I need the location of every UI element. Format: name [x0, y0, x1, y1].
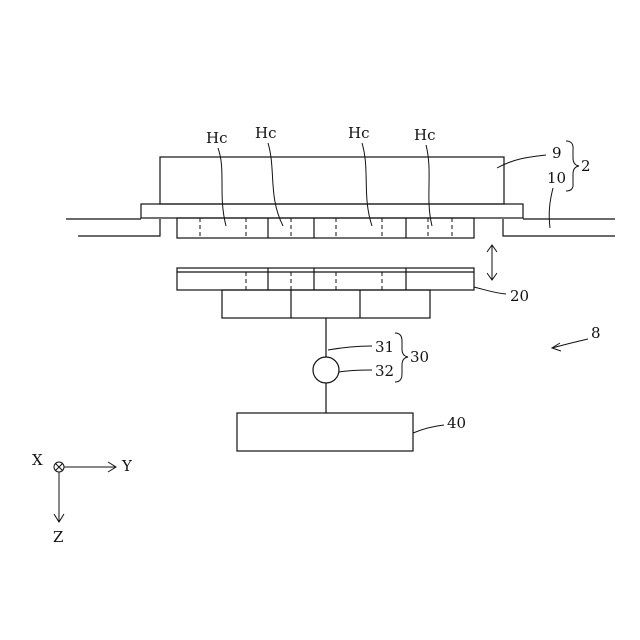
axis-y-label: Y: [121, 457, 133, 475]
ref-31: 31: [375, 338, 394, 356]
brace-30: [395, 333, 408, 382]
unit-40: 40: [237, 413, 466, 451]
hc-labels: Hc Hc Hc Hc: [206, 124, 435, 226]
leader-10: [549, 188, 553, 228]
hc-leader: [362, 143, 372, 226]
axes: X Y Z: [32, 451, 133, 546]
hc-label: Hc: [348, 124, 369, 142]
ref-8: 8: [591, 324, 601, 342]
joint-32: [313, 357, 339, 383]
hc-leader: [268, 143, 283, 226]
ref-32: 32: [375, 362, 394, 380]
hc-label: Hc: [206, 129, 227, 147]
hc-label: Hc: [255, 124, 276, 142]
ref-9: 9: [552, 144, 562, 162]
ref-8-group: 8: [552, 324, 601, 351]
ref-2: 2: [581, 157, 591, 175]
ref-20: 20: [510, 287, 529, 305]
ref-40: 40: [447, 414, 466, 432]
leader-40: [413, 425, 444, 433]
ref-9-10-2: 9 10 2: [497, 141, 591, 228]
left-rail: [66, 219, 160, 236]
connector-30: 31 32 30: [313, 318, 429, 413]
stage-20: 20: [177, 268, 529, 318]
hc-leader: [218, 148, 226, 226]
axis-x-label: X: [32, 451, 43, 469]
right-rail: [503, 219, 615, 236]
movement-arrow: [487, 245, 497, 280]
upper-assembly: [66, 157, 615, 238]
holder-strip: [177, 218, 474, 238]
stage-20-base: [222, 290, 430, 318]
stage-20-top: [177, 268, 474, 290]
upper-block-9: [160, 157, 504, 204]
leader-32: [339, 370, 372, 372]
ref-10: 10: [547, 169, 566, 187]
axis-z-label: Z: [53, 528, 63, 546]
plate-10: [141, 204, 523, 218]
leader-31: [328, 346, 372, 350]
leader-8: [552, 339, 588, 348]
box-40: [237, 413, 413, 451]
leader-20: [474, 287, 506, 294]
ref-30: 30: [410, 348, 429, 366]
brace-2: [566, 141, 579, 191]
hc-label: Hc: [414, 126, 435, 144]
